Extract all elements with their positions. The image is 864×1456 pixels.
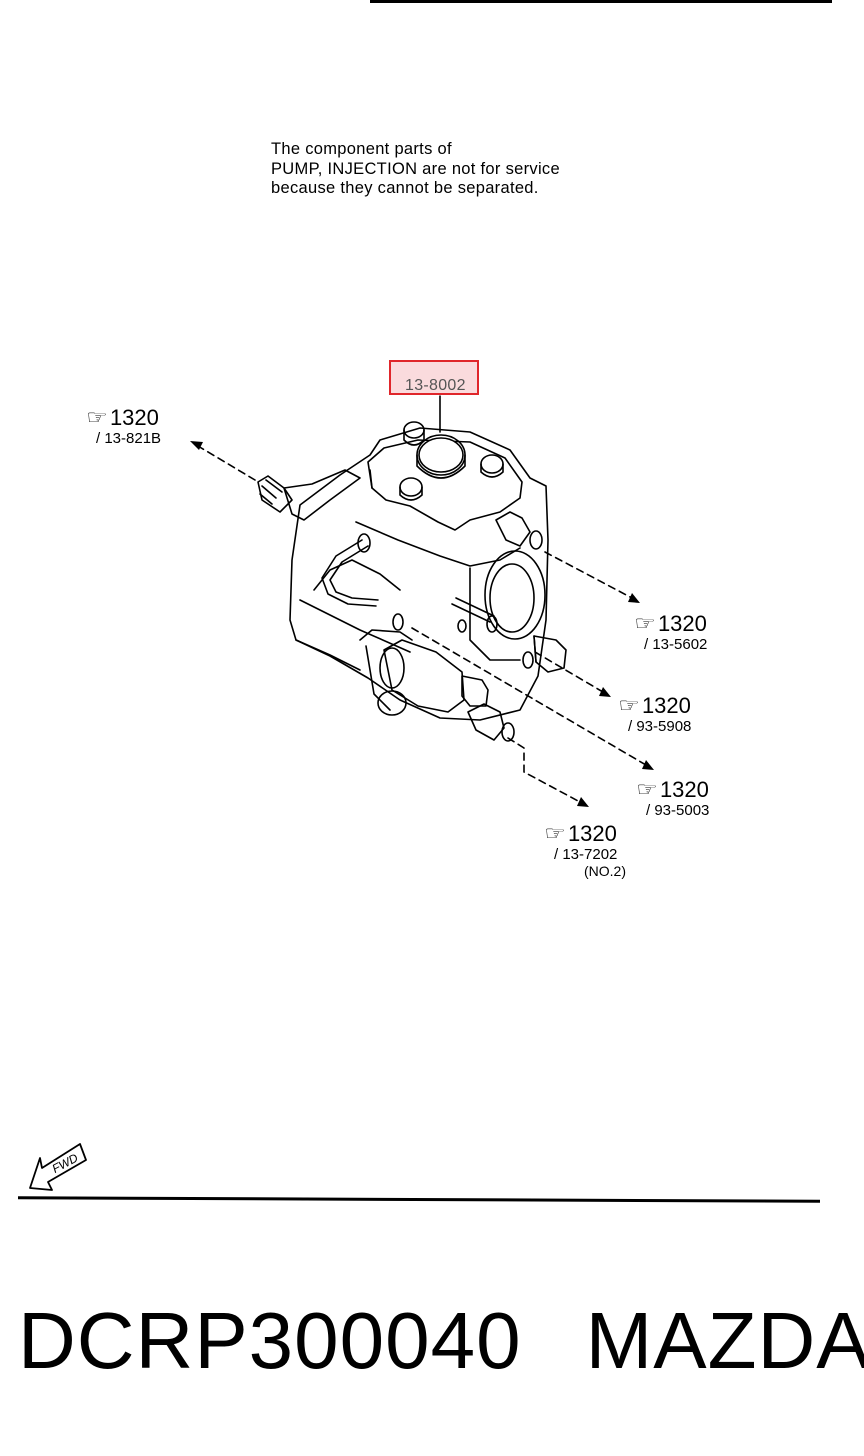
pointing-hand-icon: ☞ (636, 779, 658, 801)
pointing-hand-icon: ☞ (634, 613, 656, 635)
top-rule (370, 0, 832, 3)
callout-13-821b[interactable]: ☞1320 / 13-821B (86, 405, 162, 448)
brand-name: MAZDA (585, 1296, 864, 1385)
highlighted-part-box[interactable] (389, 360, 479, 395)
small-caps (399, 421, 504, 501)
highlighted-part-number[interactable]: 13-8002 (405, 377, 466, 394)
callout-13-5602[interactable]: ☞1320 / 13-5602 (634, 611, 708, 654)
pointing-hand-icon: ☞ (544, 823, 566, 845)
pump-body (257, 421, 567, 742)
callout-93-5003[interactable]: ☞1320 / 93-5003 (636, 777, 710, 820)
pointing-hand-icon: ☞ (618, 695, 640, 717)
pointer-arrowheads (190, 441, 654, 807)
callout-13-7202[interactable]: ☞1320 / 13-7202 (NO.2) (544, 821, 626, 880)
pointing-hand-icon: ☞ (86, 407, 108, 429)
service-note: The component parts of PUMP, INJECTION a… (271, 140, 560, 197)
pointer-lines (197, 445, 647, 803)
part-number: DCRP300040 (18, 1296, 522, 1385)
callout-93-5908[interactable]: ☞1320 / 93-5908 (618, 693, 692, 736)
part-footer: DCRP300040 MAZDA (18, 1296, 864, 1386)
fwd-arrow-icon: FWD (26, 1138, 90, 1199)
